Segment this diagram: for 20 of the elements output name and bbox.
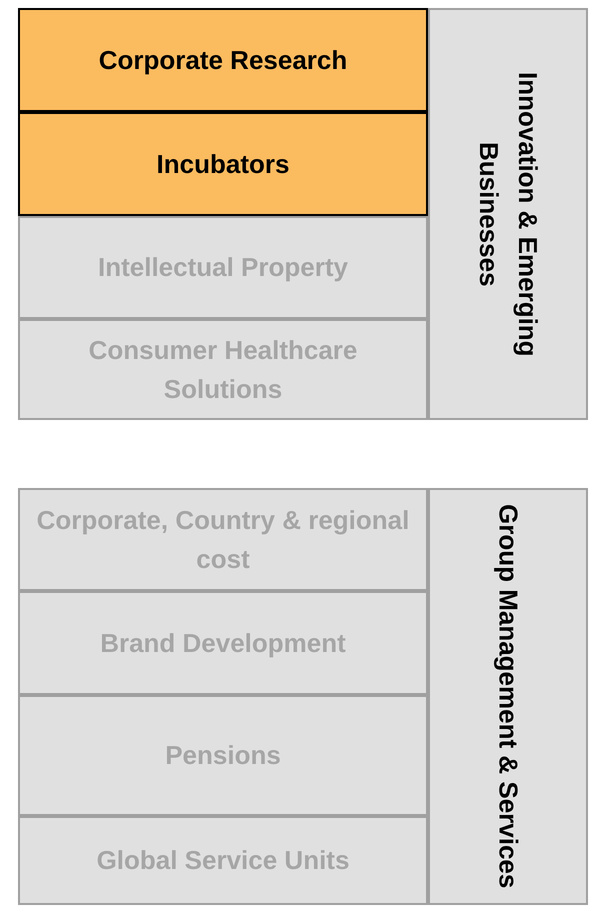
- segment-panel: [18, 488, 428, 591]
- segment-panel: [18, 319, 428, 420]
- segment-header-panel: [428, 488, 588, 905]
- segment-panel: [18, 216, 428, 319]
- segment-panel: [18, 112, 428, 216]
- segment-label: Corporate, Country & regional cost: [36, 504, 410, 576]
- segment-label: Consumer Healthcare Solutions: [88, 334, 358, 406]
- segment-label: Global Service Units: [96, 844, 350, 877]
- segment-label: Brand Development: [99, 626, 347, 660]
- segment-panel: [18, 8, 428, 112]
- group-heading: Group Management & Services: [492, 504, 524, 889]
- group-heading: Innovation & Emerging Businesses: [473, 70, 544, 358]
- segment-panel: [18, 816, 428, 905]
- segment-panel: [18, 695, 428, 816]
- segment-label: Intellectual Property: [97, 251, 349, 284]
- segment-label: Incubators: [156, 148, 290, 180]
- segment-header-panel: [428, 8, 588, 420]
- segment-panel: [18, 591, 428, 695]
- segment-label: Pensions: [164, 739, 282, 772]
- segment-label: Corporate Research: [98, 44, 348, 76]
